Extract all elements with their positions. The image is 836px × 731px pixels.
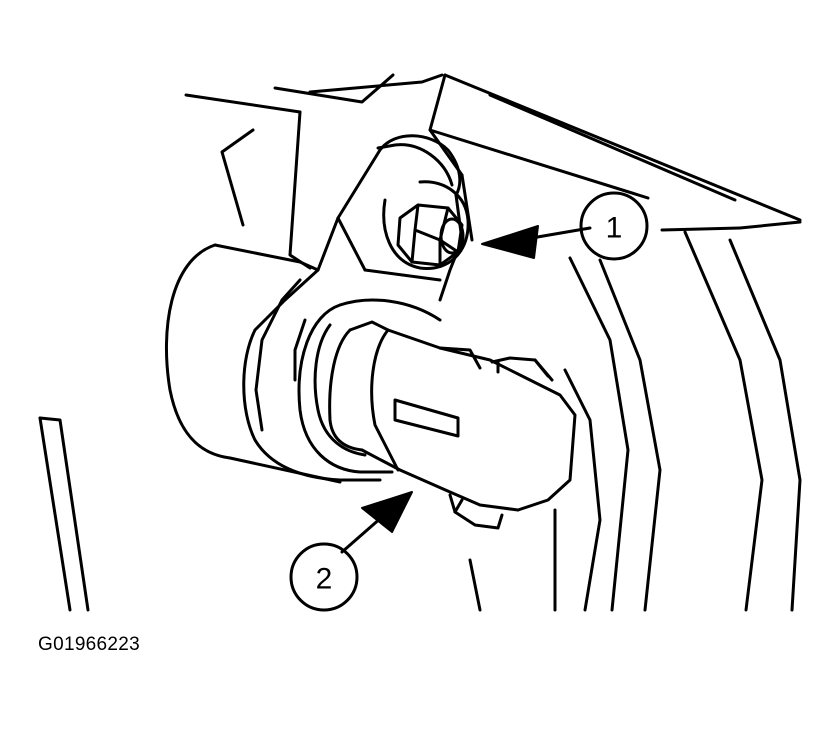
bolt	[396, 203, 465, 267]
sensor-connector	[328, 320, 577, 530]
callout-1-label: 1	[606, 212, 623, 245]
bracket-outline	[468, 220, 802, 612]
sensor-boss	[297, 298, 442, 474]
callout-2-label: 2	[316, 563, 333, 596]
figure-id: G01966223	[38, 634, 141, 655]
callout-2: 2	[289, 491, 413, 612]
callout-1: 1	[481, 191, 649, 261]
callout-1-arrowhead	[481, 225, 539, 259]
callout-2-circle	[289, 542, 359, 612]
engine-block-outline	[38, 73, 802, 612]
sensor-housing	[164, 243, 382, 484]
callout-1-circle	[579, 191, 649, 261]
callout-1-leader	[518, 226, 592, 242]
callout-2-leader	[340, 508, 392, 554]
